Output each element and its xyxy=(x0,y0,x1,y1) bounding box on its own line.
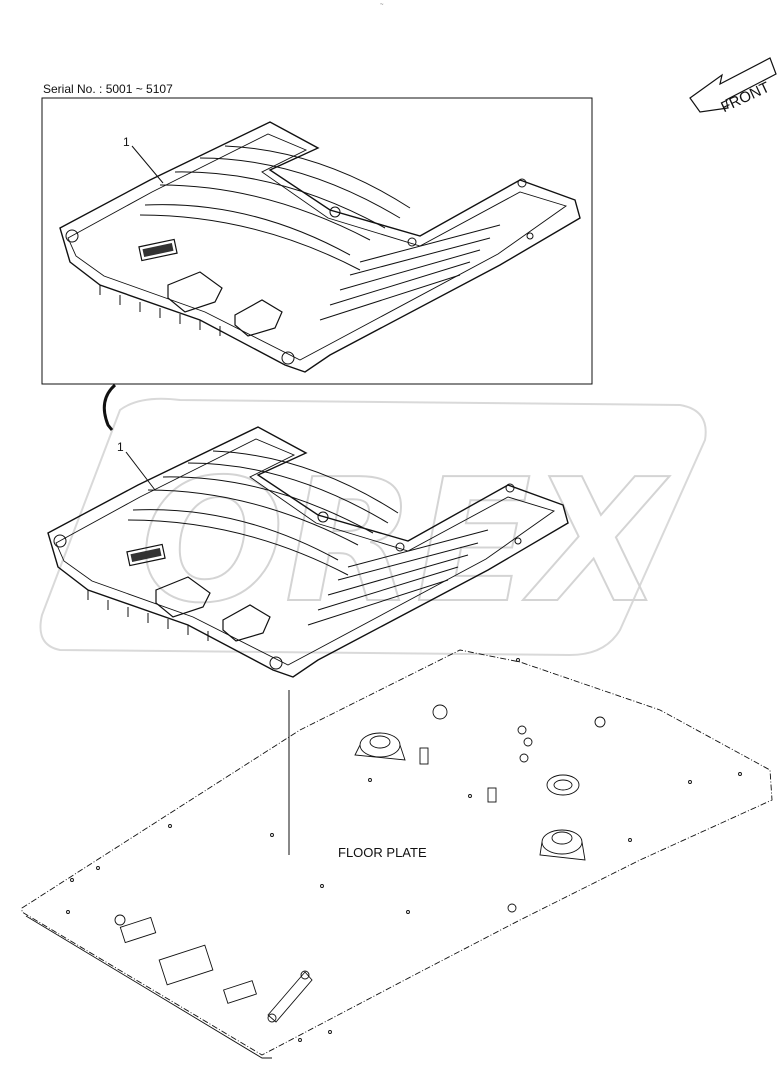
serial-label: Serial No. : 5001 ~ 5107 xyxy=(43,82,173,96)
floor-plate xyxy=(21,649,773,1059)
callout-leader-mid xyxy=(125,451,156,491)
inset-frame xyxy=(41,97,593,385)
transition-arrow xyxy=(102,383,117,431)
watermark: OREX xyxy=(39,397,707,657)
callout-number-inset: 1 xyxy=(123,135,130,149)
front-label: FRONT xyxy=(718,79,772,116)
front-arrow-icon: FRONT xyxy=(689,57,777,116)
floor-plate-label: FLOOR PLATE xyxy=(338,845,427,860)
svg-text:OREX: OREX xyxy=(140,443,671,641)
callout-number-main: 1 xyxy=(117,440,124,454)
callout-leader-top xyxy=(131,145,164,184)
floor-mat-inset xyxy=(59,121,581,373)
page-mark: ~ xyxy=(380,2,384,8)
